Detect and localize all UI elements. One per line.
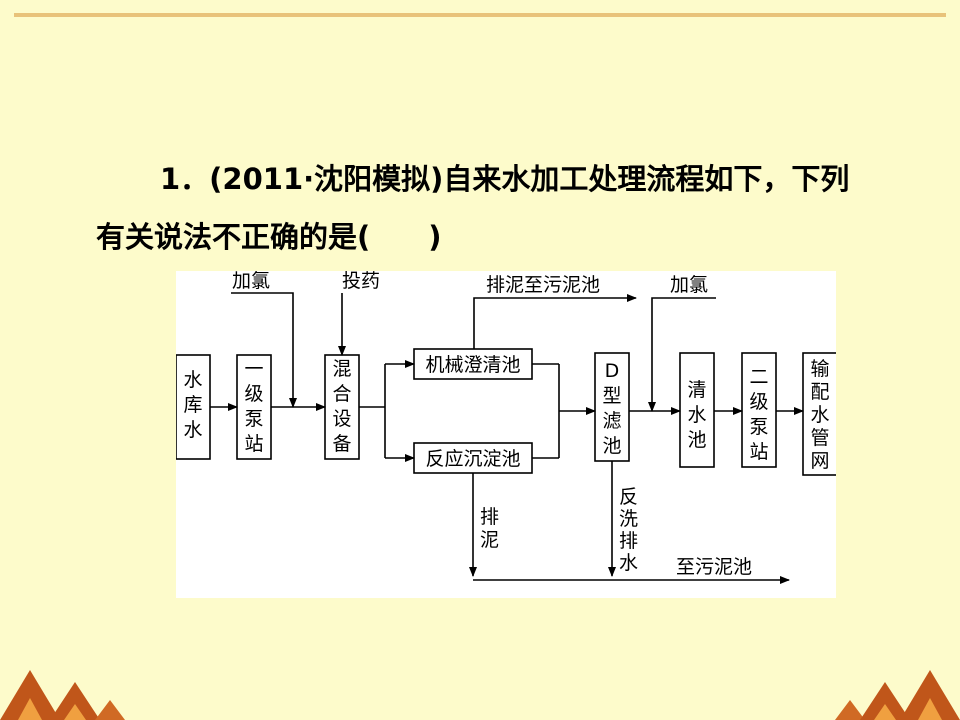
label-clearwell: 清 水 池 bbox=[687, 379, 706, 451]
label-reservoir-3: 水 bbox=[183, 419, 202, 441]
svg-text:池: 池 bbox=[687, 429, 706, 451]
svg-text:排: 排 bbox=[619, 530, 638, 552]
svg-text:输: 输 bbox=[810, 358, 829, 380]
label-dosing: 投药 bbox=[342, 271, 380, 292]
svg-text:网: 网 bbox=[810, 450, 829, 472]
svg-text:水: 水 bbox=[687, 404, 706, 426]
label-sludge-to-pool: 排泥至污泥池 bbox=[486, 274, 600, 296]
svg-text:一: 一 bbox=[244, 358, 263, 380]
svg-text:合: 合 bbox=[332, 383, 351, 405]
flow-diagram: 水 库 水 一 级 泵 站 混 合 设 备 机械澄清池 反应沉淀池 D 型 滤 bbox=[176, 271, 836, 598]
label-sludge: 排 泥 bbox=[480, 506, 499, 551]
label-clarifier: 机械澄清池 bbox=[425, 354, 520, 376]
label-backwash: 反 洗 排 水 bbox=[619, 486, 638, 574]
svg-text:反: 反 bbox=[619, 486, 638, 508]
label-reservoir-2: 库 bbox=[183, 394, 202, 416]
svg-text:清: 清 bbox=[687, 379, 706, 401]
svg-text:泥: 泥 bbox=[480, 529, 499, 551]
label-settling: 反应沉淀池 bbox=[425, 448, 520, 470]
label-dfilter: D 型 滤 池 bbox=[602, 360, 621, 457]
label-reservoir-1: 水 bbox=[183, 369, 202, 391]
corner-decoration-left bbox=[0, 670, 125, 720]
svg-text:级: 级 bbox=[749, 391, 768, 413]
svg-text:水: 水 bbox=[810, 404, 829, 426]
svg-text:滤: 滤 bbox=[602, 410, 621, 432]
label-pump1: 一 级 泵 站 bbox=[244, 358, 263, 455]
svg-text:设: 设 bbox=[332, 408, 351, 430]
svg-text:混: 混 bbox=[332, 358, 351, 380]
label-reservoir: 水 库 水 bbox=[183, 369, 202, 441]
corner-decoration-right bbox=[835, 670, 960, 720]
svg-text:池: 池 bbox=[602, 435, 621, 457]
svg-text:级: 级 bbox=[244, 383, 263, 405]
label-to-sludge-pool: 至污泥池 bbox=[676, 556, 752, 578]
question-line-1: 1．(2011·沈阳模拟)自来水加工处理流程如下，下列 bbox=[160, 162, 850, 196]
arrow-sludge-top bbox=[473, 294, 637, 349]
svg-text:备: 备 bbox=[332, 433, 351, 455]
svg-text:D: D bbox=[605, 360, 620, 382]
svg-text:二: 二 bbox=[749, 366, 768, 388]
label-chlorine2: 加氯 bbox=[670, 274, 708, 296]
svg-text:配: 配 bbox=[810, 381, 829, 403]
question-text: 1．(2011·沈阳模拟)自来水加工处理流程如下，下列 有关说法不正确的是( ) bbox=[96, 150, 876, 266]
svg-text:站: 站 bbox=[749, 441, 768, 463]
label-network: 输 配 水 管 网 bbox=[810, 358, 829, 472]
svg-text:型: 型 bbox=[602, 385, 621, 407]
svg-text:泵: 泵 bbox=[749, 416, 768, 438]
label-pump2: 二 级 泵 站 bbox=[749, 366, 768, 463]
top-rule bbox=[14, 13, 946, 17]
svg-text:管: 管 bbox=[810, 427, 829, 449]
svg-text:泵: 泵 bbox=[244, 408, 263, 430]
label-mixer: 混 合 设 备 bbox=[332, 358, 351, 455]
arrow-chlorine1 bbox=[231, 292, 297, 408]
label-chlorine1: 加氯 bbox=[232, 271, 270, 292]
arrow-chlorine2 bbox=[648, 297, 716, 412]
svg-text:洗: 洗 bbox=[619, 508, 638, 530]
svg-text:水: 水 bbox=[619, 552, 638, 574]
svg-text:排: 排 bbox=[480, 506, 499, 528]
question-line-2: 有关说法不正确的是( ) bbox=[96, 220, 442, 254]
svg-text:站: 站 bbox=[244, 433, 263, 455]
